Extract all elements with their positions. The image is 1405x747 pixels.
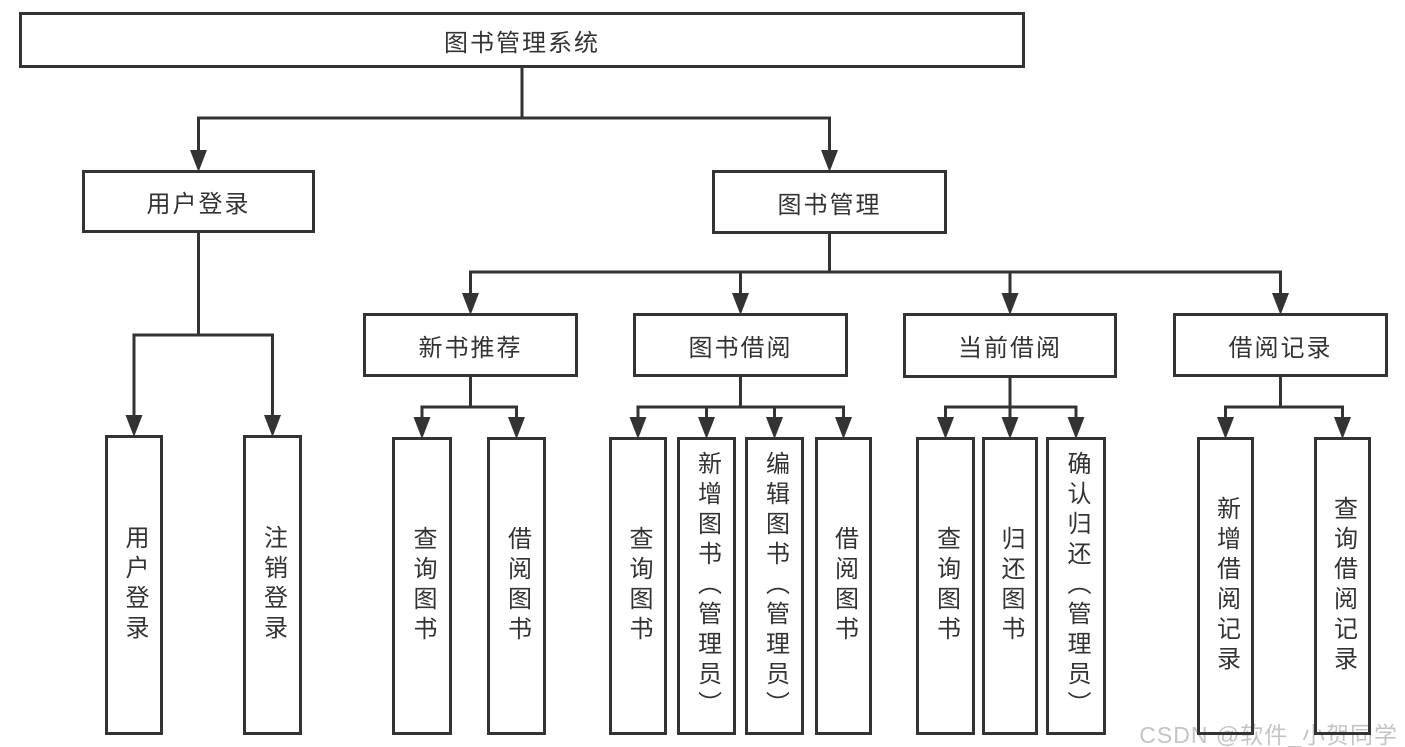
arrow-down-icon — [508, 417, 525, 439]
node-leaf-query-borrow-record: 查询借阅记录 — [1314, 437, 1371, 735]
node-book-mgmt: 图书管理 — [712, 170, 947, 234]
node-leaf-query-book-3: 查询图书 — [916, 437, 975, 735]
node-leaf-query-book-1: 查询图书 — [392, 437, 452, 735]
node-leaf-user-login: 用户登录 — [105, 435, 163, 735]
node-label: 查询借阅记录 — [1329, 496, 1357, 676]
node-user-login: 用户登录 — [82, 170, 315, 233]
node-label: 新增借阅记录 — [1212, 496, 1240, 676]
node-label: 图书管理 — [777, 191, 882, 219]
node-current-borrow: 当前借阅 — [903, 313, 1117, 378]
node-label: 当前借阅 — [958, 335, 1062, 362]
arrow-down-icon — [1334, 417, 1351, 439]
node-label: 新增图书（管理员） — [693, 451, 721, 721]
node-label: 查询图书 — [625, 526, 652, 646]
arrow-down-icon — [1001, 417, 1019, 439]
arrow-down-icon — [835, 417, 852, 439]
node-leaf-logout: 注销登录 — [243, 435, 302, 735]
node-label: 借阅图书 — [830, 526, 858, 646]
watermark: CSDN @软件_小贺同学 — [1139, 722, 1398, 747]
node-label: 图书管理系统 — [444, 29, 600, 57]
arrow-down-icon — [629, 417, 647, 439]
connector-lines — [132, 64, 1344, 423]
node-leaf-borrow-book-2: 借阅图书 — [815, 437, 872, 735]
node-label: 查询图书 — [409, 526, 436, 646]
node-leaf-confirm-return: 确认归还（管理员） — [1046, 437, 1106, 735]
node-root: 图书管理系统 — [19, 12, 1025, 68]
node-leaf-add-borrow-record: 新增借阅记录 — [1197, 437, 1254, 735]
arrow-down-icon — [190, 150, 207, 172]
node-label: 图书借阅 — [688, 334, 793, 362]
arrow-down-icon — [766, 417, 783, 439]
node-leaf-query-book-2: 查询图书 — [609, 437, 667, 735]
arrow-down-icon — [821, 150, 838, 172]
node-label: 确认归还（管理员） — [1063, 451, 1090, 721]
node-borrow-records: 借阅记录 — [1173, 313, 1388, 377]
node-label: 归还图书 — [997, 526, 1024, 646]
arrow-down-icon — [1217, 417, 1234, 439]
node-leaf-add-book: 新增图书（管理员） — [677, 437, 736, 735]
arrow-down-icon — [462, 293, 479, 315]
arrow-down-icon — [732, 293, 749, 315]
arrow-down-icon — [698, 417, 715, 439]
arrow-down-icon — [125, 415, 143, 437]
node-label: 查询图书 — [932, 526, 960, 646]
node-new-book-rec: 新书推荐 — [363, 313, 578, 377]
node-leaf-return-book: 归还图书 — [982, 437, 1038, 735]
node-label: 注销登录 — [259, 525, 287, 645]
node-leaf-borrow-book-1: 借阅图书 — [487, 437, 546, 735]
node-label: 用户登录 — [146, 191, 251, 218]
arrow-down-icon — [413, 417, 431, 439]
node-label: 编辑图书（管理员） — [761, 451, 789, 721]
node-book-borrow: 图书借阅 — [633, 313, 848, 377]
node-label: 借阅图书 — [503, 526, 531, 646]
arrow-down-icon — [937, 417, 954, 439]
node-leaf-edit-book: 编辑图书（管理员） — [745, 437, 804, 735]
arrow-down-icon — [1272, 293, 1289, 315]
arrow-down-icon — [264, 415, 281, 437]
node-label: 用户登录 — [121, 525, 148, 645]
arrow-down-icon — [1001, 293, 1019, 315]
node-label: 新书推荐 — [418, 334, 523, 362]
node-label: 借阅记录 — [1228, 334, 1333, 362]
arrow-down-icon — [1067, 417, 1085, 439]
